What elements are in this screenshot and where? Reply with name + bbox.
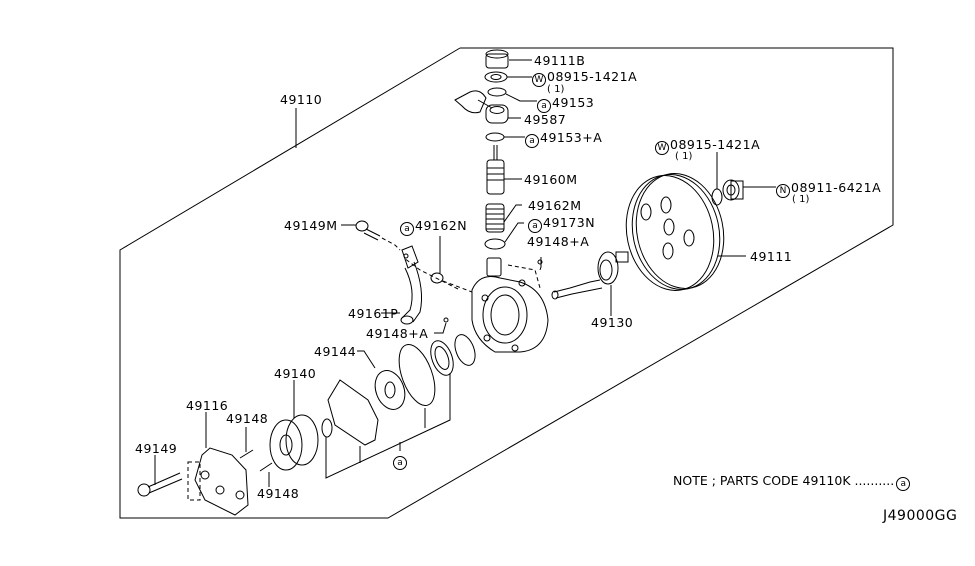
a-mark-icon: a xyxy=(393,456,407,470)
label-49110: 49110 xyxy=(280,92,323,107)
label-49140: 49140 xyxy=(274,366,317,381)
part-number: 08915-1421A xyxy=(547,69,638,84)
pin-bottom-shape xyxy=(260,463,272,471)
label-49161p: 49161P xyxy=(348,306,399,321)
label-49148a-top: 49148+A xyxy=(527,234,590,249)
label-49144: 49144 xyxy=(314,344,357,359)
qty-08915-right: ( 1) xyxy=(675,151,693,162)
a-mark-icon: a xyxy=(400,222,414,236)
a-mark-icon: a xyxy=(537,99,551,113)
kit-mark: a xyxy=(393,453,408,470)
oring-49173n-shape xyxy=(485,239,505,249)
part-number: 49173N xyxy=(543,215,596,230)
part-number: 49162N xyxy=(415,218,468,233)
oring-49153-shape xyxy=(488,88,506,96)
cover-49116-shape xyxy=(188,448,248,515)
note-text: NOTE ; PARTS CODE 49110K .......... xyxy=(673,473,895,488)
part-number: 49153 xyxy=(552,95,595,110)
qty-08911: ( 1) xyxy=(792,194,810,205)
nut-49111b-shape xyxy=(486,50,508,68)
shaft-49130-shape xyxy=(552,252,628,299)
pin-top-shape xyxy=(240,450,253,458)
diagram-code: J49000GG xyxy=(883,508,958,524)
n-mark-icon: N xyxy=(776,184,790,198)
bolt-49149-shape xyxy=(138,473,182,496)
label-49111b: 49111B xyxy=(534,53,586,68)
washer-right-shape xyxy=(712,189,722,205)
qty-08915-top: ( 1) xyxy=(547,84,565,95)
label-49149m: 49149M xyxy=(284,218,338,233)
oring-49153a-shape xyxy=(486,133,504,141)
plate-49144-shape xyxy=(370,366,410,413)
label-49587: 49587 xyxy=(524,112,567,127)
eye-fitting-49587-shape xyxy=(455,91,508,123)
label-49148a-mid: 49148+A xyxy=(366,326,429,341)
rotor-49140-shape xyxy=(270,415,318,470)
part-number: 08911-6421A xyxy=(791,180,882,195)
part-number: 49153+A xyxy=(540,130,603,145)
label-49111: 49111 xyxy=(750,249,793,264)
label-49160m: 49160M xyxy=(524,172,578,187)
nut-right-shape xyxy=(723,180,743,200)
valve-49160m-shape xyxy=(487,145,504,194)
label-49148-top: 49148 xyxy=(226,411,269,426)
label-49116: 49116 xyxy=(186,398,229,413)
label-49148-bottom: 49148 xyxy=(257,486,300,501)
w-mark-icon: W xyxy=(532,73,546,87)
oring-small-shape xyxy=(322,419,332,437)
label-49149: 49149 xyxy=(135,441,178,456)
ring-shape xyxy=(451,332,479,368)
pipe-49161p-shape xyxy=(401,246,422,324)
a-mark-icon: a xyxy=(525,134,539,148)
oring-49162n-shape xyxy=(431,273,443,283)
label-49130: 49130 xyxy=(591,315,634,330)
part-number: 08915-1421A xyxy=(670,137,761,152)
seal-shape xyxy=(426,338,457,379)
assembly-frame xyxy=(120,48,893,518)
label-49162m: 49162M xyxy=(528,198,582,213)
oring-large-shape xyxy=(392,340,442,410)
w-mark-icon: W xyxy=(655,141,669,155)
spring-49162m-shape xyxy=(486,204,504,232)
parts-code-note: NOTE ; PARTS CODE 49110K ..........a xyxy=(673,473,911,491)
a-mark-icon: a xyxy=(528,219,542,233)
washer-shape xyxy=(485,72,507,82)
pump-body-shape xyxy=(472,258,548,352)
bolt-49149m-shape xyxy=(356,221,380,240)
a-mark-icon: a xyxy=(896,477,911,491)
pulley-49111-shape xyxy=(616,165,734,298)
gasket-shape xyxy=(328,380,378,445)
